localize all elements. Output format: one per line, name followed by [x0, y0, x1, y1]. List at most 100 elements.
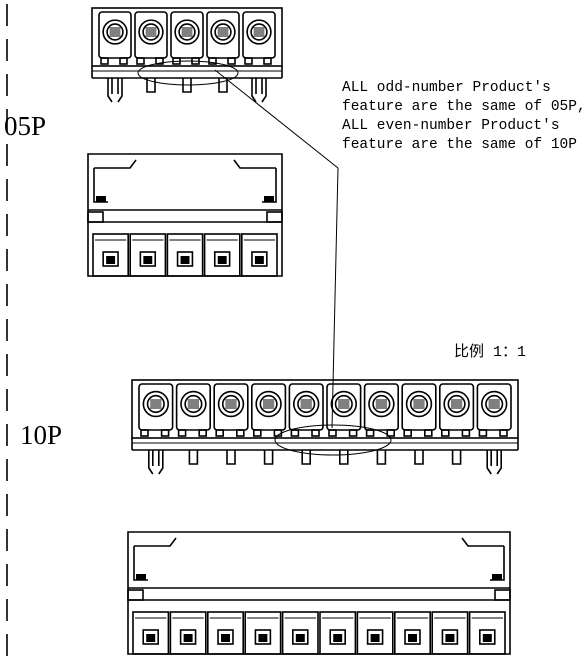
rear-view-10p: [127, 531, 511, 655]
latch-block: [177, 429, 187, 437]
pin: [376, 450, 387, 465]
latch-block: [253, 429, 262, 437]
rear-contact: [183, 634, 193, 642]
rear-socket: [393, 611, 431, 655]
screw-ring: [214, 23, 232, 41]
rear-socket-inner: [179, 629, 197, 645]
latch-block: [365, 429, 375, 437]
rear-contact: [370, 634, 380, 642]
latch-block: [140, 429, 149, 437]
pin: [263, 450, 274, 465]
rear-socket: [241, 233, 278, 277]
leader-line-10p: [331, 167, 339, 429]
terminal-cell: [251, 383, 287, 431]
screw-ring: [146, 394, 165, 414]
rear-view-05p: [87, 153, 283, 277]
rear-contact: [482, 634, 492, 642]
rear-contact: [254, 256, 264, 264]
latch-block: [119, 57, 128, 65]
pin: [301, 450, 311, 465]
screw-ring: [259, 394, 278, 414]
latch-block: [198, 429, 207, 437]
rear-corner: [266, 211, 283, 223]
screw-ring: [297, 394, 316, 414]
rear-contact: [146, 634, 156, 642]
rear-contact: [258, 634, 268, 642]
mounting-peg: [148, 450, 164, 475]
pin: [339, 450, 349, 465]
pin: [218, 78, 228, 93]
rear-socket: [356, 611, 394, 655]
latch-block: [244, 57, 253, 65]
screw-ring: [334, 394, 353, 414]
latch-block: [311, 429, 320, 437]
pin: [226, 450, 236, 465]
terminal-cell: [288, 383, 324, 431]
latch-block: [263, 57, 272, 65]
leader-line-05p: [214, 69, 339, 169]
detail-circle-10p: [274, 424, 392, 456]
rear-top-notch: [94, 159, 276, 169]
front-view-10p: [131, 379, 519, 475]
pin: [146, 78, 156, 93]
front-view-05p: [91, 7, 283, 103]
rear-contact: [217, 256, 227, 264]
screw-ring: [447, 394, 466, 414]
rear-socket-inner: [142, 629, 159, 645]
mounting-peg: [107, 78, 123, 103]
label-10p: 10P: [20, 420, 63, 450]
screw-ring: [372, 394, 391, 414]
latch-block: [100, 57, 109, 65]
label-05p: 05P: [4, 111, 47, 141]
terminal-cell: [401, 383, 437, 431]
rear-socket: [281, 611, 319, 655]
rear-socket: [319, 611, 357, 655]
rear-top-notch: [134, 537, 504, 547]
rear-contact: [180, 256, 190, 264]
rear-outline: [127, 531, 511, 655]
terminal-cell: [170, 11, 204, 59]
rear-corner: [494, 589, 511, 601]
screw-ring: [184, 394, 203, 414]
rear-contact: [445, 634, 455, 642]
rear-socket-inner: [176, 251, 194, 267]
note-line-3: ALL even-number Product's: [342, 118, 560, 134]
pin: [414, 450, 424, 465]
screw-ring: [106, 23, 124, 41]
rear-side: [133, 546, 505, 581]
rear-socket: [166, 233, 204, 277]
rear-socket: [132, 611, 170, 655]
latch-block: [403, 429, 413, 437]
rear-socket: [431, 611, 469, 655]
rear-contact: [295, 634, 305, 642]
latch-block: [499, 429, 508, 437]
rear-tab: [264, 196, 274, 202]
mounting-peg: [486, 450, 502, 475]
terminal-cell: [134, 11, 168, 59]
rear-contact: [408, 634, 417, 642]
mounting-peg: [251, 78, 267, 103]
rear-socket-inner: [251, 251, 268, 267]
rear-contact: [333, 634, 343, 642]
rear-tab: [136, 574, 146, 580]
terminal-cell: [138, 383, 174, 431]
terminal-cell: [206, 11, 240, 59]
rear-socket-inner: [139, 251, 157, 267]
terminal-cell: [242, 11, 276, 59]
scale-label: 比例 1：1: [454, 344, 527, 361]
rear-contact: [143, 256, 153, 264]
rear-side: [93, 168, 277, 203]
rear-socket: [207, 611, 245, 655]
latch-block: [440, 429, 450, 437]
detail-circle-05p: [137, 60, 239, 86]
note-line-1: ALL odd-number Product's: [342, 80, 551, 96]
terminal-cell: [98, 11, 132, 59]
latch-block: [348, 429, 358, 437]
rear-tab: [96, 196, 106, 202]
terminal-cell: [438, 383, 475, 431]
rear-socket-inner: [329, 629, 346, 645]
latch-block: [423, 429, 433, 437]
screw-ring: [178, 23, 196, 41]
rear-socket: [203, 233, 241, 277]
